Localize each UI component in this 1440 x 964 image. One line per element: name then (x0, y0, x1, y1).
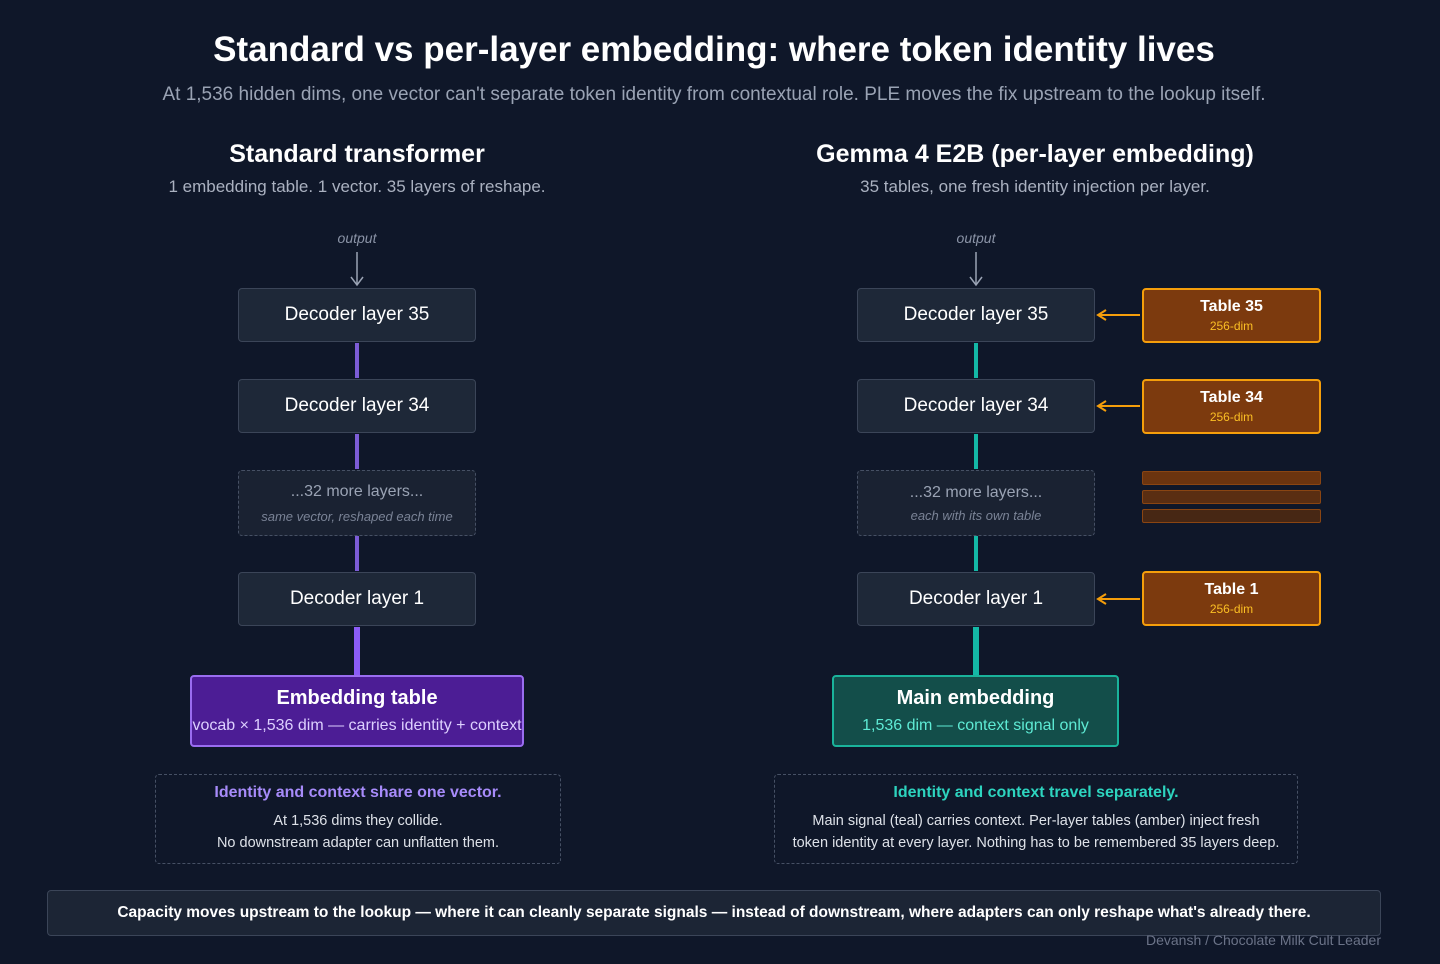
table-stack-bar-2 (1142, 490, 1321, 504)
embedding-table-title: Embedding table (276, 687, 438, 709)
table-stack-bar-1 (1142, 471, 1321, 485)
page-subtitle: At 1,536 hidden dims, one vector can't s… (162, 84, 1266, 105)
left-decoder-layer-1: Decoder layer 1 (238, 572, 476, 626)
credit-text: Devansh / Chocolate Milk Cult Leader (1145, 932, 1381, 948)
left-note: Identity and context share one vector. A… (155, 774, 561, 864)
right-output-arrow (969, 252, 983, 287)
page-title: Standard vs per-layer embedding: where t… (213, 30, 1215, 69)
main-embedding-title: Main embedding (896, 687, 1055, 709)
table-35-dim: 256-dim (1209, 319, 1254, 333)
right-note-heading: Identity and context travel separately. (893, 784, 1179, 801)
right-decoder-layer-34: Decoder layer 34 (857, 379, 1095, 433)
amber-arrows (1096, 309, 1140, 605)
left-more-layers-note: same vector, reshaped each time (261, 508, 453, 524)
table-35-title: Table 35 (1200, 298, 1263, 315)
right-note: Identity and context travel separately. … (774, 774, 1298, 864)
left-note-heading: Identity and context share one vector. (214, 784, 502, 801)
main-embedding-box: Main embedding 1,536 dim — context signa… (832, 675, 1119, 747)
right-decoder-layer-35: Decoder layer 35 (857, 288, 1095, 342)
right-note-line-2: token identity at every layer. Nothing h… (792, 835, 1280, 851)
right-note-line-1: Main signal (teal) carries context. Per-… (812, 813, 1260, 829)
left-column-subtitle: 1 embedding table. 1 vector. 35 layers o… (168, 177, 546, 196)
left-output-arrow (350, 252, 364, 287)
left-more-layers: ...32 more layers... same vector, reshap… (238, 470, 476, 536)
left-output-label: output (337, 230, 377, 246)
right-output-label: output (956, 230, 996, 246)
left-column-title: Standard transformer (229, 140, 485, 168)
right-more-layers: ...32 more layers... each with its own t… (857, 470, 1095, 536)
left-decoder-layer-35: Decoder layer 35 (238, 288, 476, 342)
embedding-table-desc: vocab × 1,536 dim — carries identity + c… (192, 717, 522, 734)
right-connectors (973, 343, 979, 675)
embedding-table-box: Embedding table vocab × 1,536 dim — carr… (190, 675, 524, 747)
table-34-dim: 256-dim (1209, 410, 1254, 424)
table-34-title: Table 34 (1200, 389, 1263, 406)
footer-banner: Capacity moves upstream to the lookup — … (47, 890, 1381, 936)
table-1-title: Table 1 (1204, 581, 1259, 598)
left-note-line-2: No downstream adapter can unflatten them… (216, 835, 500, 851)
right-more-layers-label: ...32 more layers... (909, 483, 1043, 501)
table-34-box: Table 34 256-dim (1142, 379, 1321, 434)
left-connectors (354, 343, 360, 675)
table-stack-bar-3 (1142, 509, 1321, 523)
table-35-box: Table 35 256-dim (1142, 288, 1321, 343)
right-column-subtitle: 35 tables, one fresh identity injection … (860, 177, 1210, 196)
table-1-box: Table 1 256-dim (1142, 571, 1321, 626)
left-more-layers-label: ...32 more layers... (290, 482, 424, 500)
right-column-title: Gemma 4 E2B (per-layer embedding) (816, 140, 1254, 168)
left-note-line-1: At 1,536 dims they collide. (273, 813, 443, 829)
right-decoder-layer-1: Decoder layer 1 (857, 572, 1095, 626)
right-more-layers-note: each with its own table (910, 507, 1042, 523)
main-embedding-desc: 1,536 dim — context signal only (862, 717, 1089, 734)
left-decoder-layer-34: Decoder layer 34 (238, 379, 476, 433)
table-1-dim: 256-dim (1209, 602, 1254, 616)
